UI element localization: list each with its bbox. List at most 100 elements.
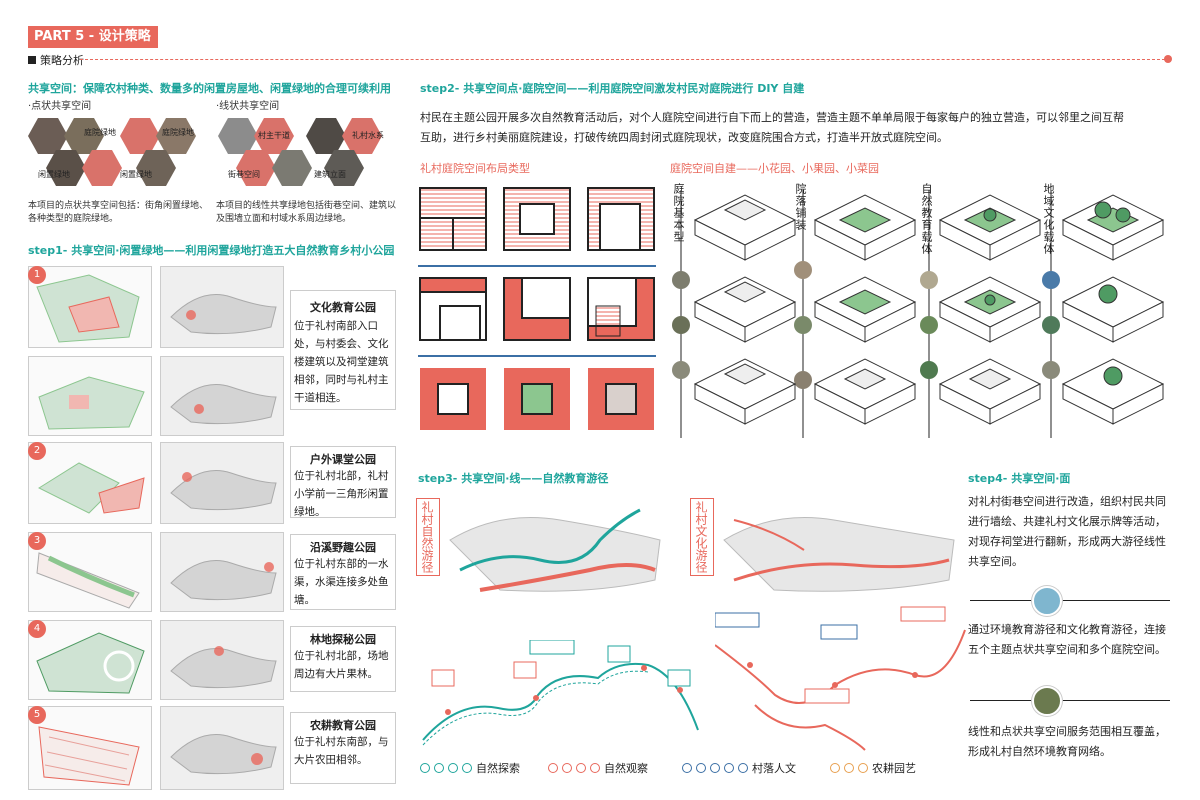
park-plan-drawing [36,632,145,694]
legend-village-culture: 村落人文 [682,760,796,776]
park-plan-3 [28,532,152,612]
nature-explore-icon [434,763,444,773]
park-info-5: 农耕教育公园 位于礼村东南部，与大片农田相邻。 [290,712,396,784]
nature-observe-icon [548,763,558,773]
photo-hex [236,150,276,186]
diy-courtyard-matrix [672,190,1165,438]
legend-label: 自然观察 [604,762,648,775]
hex-label: 街巷空间 [228,170,260,179]
park-number: 1 [28,266,46,284]
park-title: 文化教育公园 [310,301,376,314]
photo-circle [1032,686,1062,716]
village-culture-icon [710,763,720,773]
point-desc: 本项目的点状共享空间包括：街角闲置绿地、各种类型的庭院绿地。 [28,201,209,224]
village-culture-icon [696,763,706,773]
step4-title: step4- 共享空间·面 [968,472,1071,485]
route-label-culture: 礼村文化游径 [690,498,714,576]
hex-label: 建筑立面 [314,170,346,179]
park-map-drawing [170,734,277,775]
park-map-5 [160,706,284,790]
park-desc: 位于礼村南部入口处，与村委会、文化楼建筑以及祠堂建筑相邻，同时与礼村主干道相连。 [294,320,389,404]
step4-desc-1: 对礼村街巷空间进行改造，组织村民共同进行墙绘、共建礼村文化展示牌等活动，对现存祠… [968,495,1166,568]
route-label-nature: 礼村自然游径 [416,498,440,576]
part-title: PART 5 - 设计策略 [28,26,158,48]
park-info-2: 户外课堂公园 位于礼村北部，礼村小学前一三角形闲置绿地。 [290,446,396,518]
photo-hex [28,118,68,154]
park-desc: 位于礼村东南部，与大片农田相邻。 [294,736,389,766]
park-plan-drawing [38,376,145,430]
photo-hex [82,150,122,186]
legend-farming: 农耕园艺 [830,760,916,776]
nature-explore-icon [420,763,430,773]
photo-hex [136,150,176,186]
column-label: 庭院基本型 [672,183,685,243]
column-label: 地域文化载体 [1042,183,1055,255]
route-label-nature-text: 礼村自然游径 [420,501,434,573]
park-map-drawing [170,646,277,689]
park-number: 2 [28,442,46,460]
courtyard-layout-types [418,187,656,430]
legend-nature-explore: 自然探索 [420,760,520,776]
divider-dot [1164,55,1172,63]
point-label: ·点状共享空间 [28,101,92,112]
photo-hex [46,150,86,186]
step4-divider [970,600,1170,601]
column-label: 自然教育载体 [920,183,933,255]
nature-route-map [449,508,661,592]
diy-label: 庭院空间自建——小花园、小果园、小菜园 [670,162,879,175]
nature-observe-icon [590,763,600,773]
hex-label: 庭院绿地 [84,128,116,137]
step2-title: step2- 共享空间点·庭院空间——利用庭院空间激发村民对庭院进行 DIY 自… [420,82,805,95]
park-plan-1b [28,356,152,436]
park-plan-drawing [36,552,140,609]
park-info-1: 文化教育公园 位于礼村南部入口处，与村委会、文化楼建筑以及祠堂建筑相邻，同时与礼… [290,290,396,410]
step4-divider [970,700,1170,701]
farming-icon [844,763,854,773]
photo-circle [1032,586,1062,616]
photo-hex [218,118,258,154]
park-title: 农耕教育公园 [310,719,376,732]
square-icon [28,56,36,64]
park-map-drawing [170,384,277,425]
legend-label: 农耕园艺 [872,762,916,775]
park-desc: 位于礼村北部，场地周边有大片果林。 [294,650,389,680]
column-label: 院落铺装 [794,183,807,231]
step1-title: step1- 共享空间·闲置绿地——利用闲置绿地打造五大自然教育乡村小公园 [28,244,395,257]
park-info-4: 林地探秘公园 位于礼村北部，场地周边有大片果林。 [290,626,396,692]
photo-hex [324,150,364,186]
park-title: 林地探秘公园 [310,633,376,646]
layout-types-label: 礼村庭院空间布局类型 [420,162,530,175]
park-number: 3 [28,532,46,550]
shared-space-title: 共享空间：保障农村种类、数量多的闲置房屋地、闲置绿地的合理可续利用 [28,82,391,95]
park-plan-5 [28,706,152,790]
nature-explore-icon [448,763,458,773]
park-plan-drawing [36,274,140,343]
farming-icon [830,763,840,773]
header-divider [80,59,1165,60]
park-plan-1 [28,266,152,348]
line-label: ·线状共享空间 [216,101,280,112]
park-number: 4 [28,620,46,638]
park-plan-2 [28,442,152,524]
photo-hex [156,118,196,154]
park-desc: 位于礼村东部的一水渠，水渠连接多处鱼塘。 [294,558,389,606]
step3-title: step3- 共享空间·线——自然教育游径 [418,472,609,485]
hex-label: 礼村水系 [352,131,384,140]
park-desc: 位于礼村北部，礼村小学前一三角形闲置绿地。 [294,470,389,518]
park-map-3 [160,532,284,612]
route-label-culture-text: 礼村文化游径 [694,501,708,573]
hex-label: 庭院绿地 [162,128,194,137]
legend-nature-observe: 自然观察 [548,760,648,776]
park-title: 沿溪野趣公园 [310,541,376,554]
park-map-2 [160,442,284,524]
park-plan-4 [28,620,152,700]
nature-observe-icon [562,763,572,773]
culture-route-map [723,517,955,592]
nature-observe-icon [576,763,586,773]
nature-explore-icon [462,763,472,773]
park-title: 户外课堂公园 [310,453,376,466]
section-label: 策略分析 [28,52,84,68]
nature-route-diagram [422,640,699,746]
step4-desc-3: 线性和点状共享空间服务范围相互覆盖，形成礼村自然环境教育网络。 [968,725,1166,758]
culture-route-diagram [715,606,966,751]
